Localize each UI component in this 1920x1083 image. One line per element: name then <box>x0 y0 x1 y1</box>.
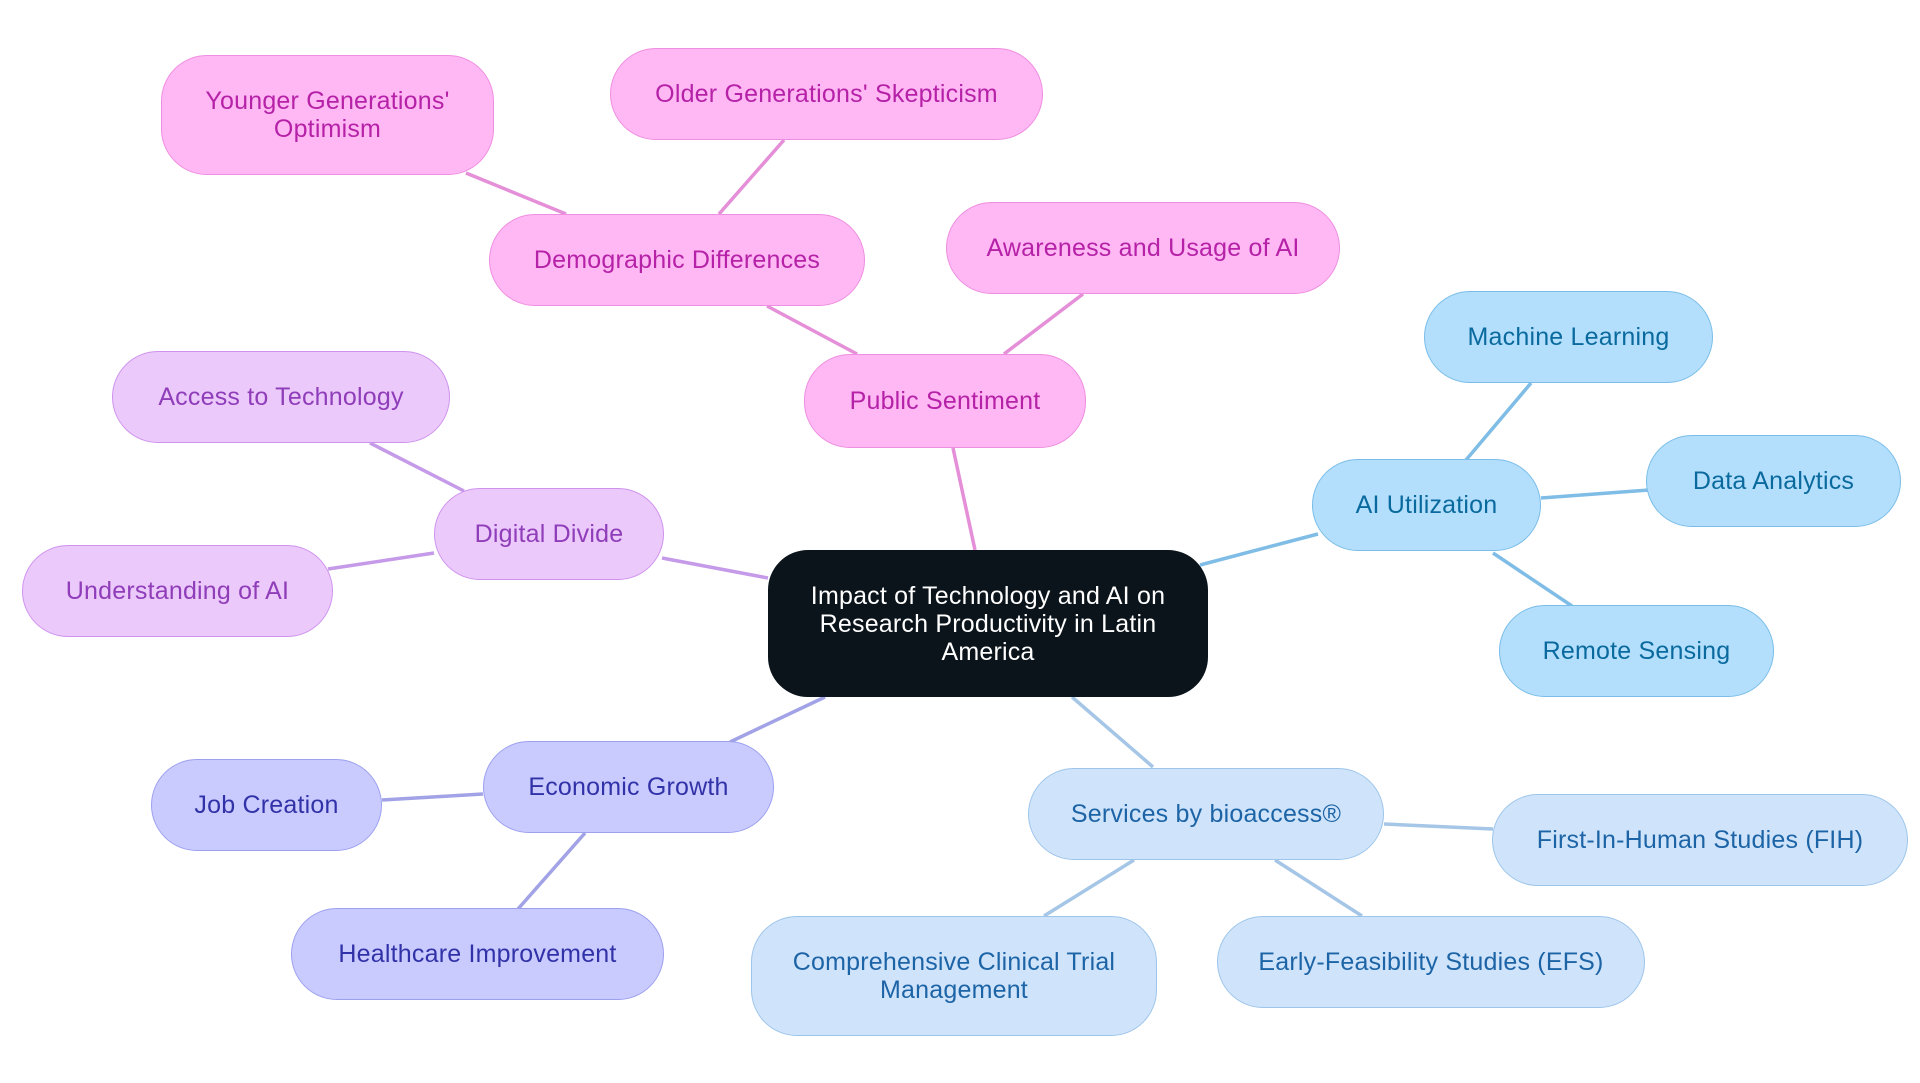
link-ai-ml <box>1464 381 1533 462</box>
node-healthcare-improvement[interactable]: Healthcare Improvement <box>291 908 664 1000</box>
link-root-digital-divide <box>661 556 769 580</box>
link-services-trial <box>1043 858 1135 918</box>
awareness-usage-label: Awareness and Usage of AI <box>986 234 1300 262</box>
node-public-sentiment[interactable]: Public Sentiment <box>804 354 1086 448</box>
understanding-of-ai-label: Understanding of AI <box>65 577 290 605</box>
older-generations-label: Older Generations' Skepticism <box>655 80 998 108</box>
ai-utilization-label: AI Utilization <box>1355 491 1498 519</box>
economic-growth-label: Economic Growth <box>528 773 729 801</box>
node-demographic-differences[interactable]: Demographic Differences <box>489 214 865 306</box>
node-older-generations[interactable]: Older Generations' Skepticism <box>610 48 1043 140</box>
remote-sensing-label: Remote Sensing <box>1542 637 1731 665</box>
node-access-to-technology[interactable]: Access to Technology <box>112 351 450 443</box>
data-analytics-label: Data Analytics <box>1692 467 1855 495</box>
link-public-sentiment-demographic <box>766 304 858 356</box>
first-in-human-label: First-In-Human Studies (FIH) <box>1536 826 1864 854</box>
demographic-differences-label: Demographic Differences <box>533 246 821 274</box>
node-digital-divide[interactable]: Digital Divide <box>434 488 664 580</box>
digital-divide-label: Digital Divide <box>474 520 624 548</box>
link-services-fih <box>1383 822 1494 831</box>
link-demographic-younger <box>465 171 567 216</box>
node-data-analytics[interactable]: Data Analytics <box>1646 435 1901 527</box>
machine-learning-label: Machine Learning <box>1467 323 1670 351</box>
link-economic-healthcare <box>516 831 587 911</box>
younger-generations-label: Younger Generations' Optimism <box>205 87 450 143</box>
link-ai-remote <box>1492 551 1573 608</box>
link-ai-analytics <box>1540 488 1650 500</box>
link-root-public-sentiment <box>951 447 977 551</box>
node-services-bioaccess[interactable]: Services by bioaccess® <box>1028 768 1384 860</box>
early-feasibility-label: Early-Feasibility Studies (EFS) <box>1258 948 1604 976</box>
access-to-technology-label: Access to Technology <box>158 383 404 411</box>
node-clinical-trial-management[interactable]: Comprehensive Clinical Trial Management <box>751 916 1157 1036</box>
node-ai-utilization[interactable]: AI Utilization <box>1312 459 1541 551</box>
public-sentiment-label: Public Sentiment <box>849 387 1041 415</box>
node-first-in-human[interactable]: First-In-Human Studies (FIH) <box>1492 794 1908 886</box>
job-creation-label: Job Creation <box>194 791 339 819</box>
node-job-creation[interactable]: Job Creation <box>151 759 382 851</box>
root-node[interactable]: Impact of Technology and AI on Research … <box>768 550 1208 697</box>
root-label: Impact of Technology and AI on Research … <box>810 581 1166 666</box>
node-economic-growth[interactable]: Economic Growth <box>483 741 774 833</box>
link-public-sentiment-awareness <box>1002 292 1085 356</box>
node-early-feasibility[interactable]: Early-Feasibility Studies (EFS) <box>1217 916 1645 1008</box>
link-root-economic-growth <box>729 695 826 744</box>
healthcare-improvement-label: Healthcare Improvement <box>338 940 617 968</box>
link-services-efs <box>1274 858 1363 918</box>
node-understanding-of-ai[interactable]: Understanding of AI <box>22 545 333 637</box>
link-demographic-older <box>717 138 786 216</box>
link-divide-access <box>369 441 465 493</box>
node-machine-learning[interactable]: Machine Learning <box>1424 291 1713 383</box>
services-bioaccess-label: Services by bioaccess® <box>1070 800 1342 828</box>
link-root-ai-utilization <box>1199 532 1319 567</box>
node-younger-generations[interactable]: Younger Generations' Optimism <box>161 55 494 175</box>
node-remote-sensing[interactable]: Remote Sensing <box>1499 605 1774 697</box>
link-root-services <box>1070 695 1155 769</box>
node-awareness-usage[interactable]: Awareness and Usage of AI <box>946 202 1340 294</box>
link-divide-understanding <box>327 551 435 571</box>
clinical-trial-management-label: Comprehensive Clinical Trial Management <box>792 948 1116 1004</box>
link-economic-jobs <box>381 792 484 802</box>
